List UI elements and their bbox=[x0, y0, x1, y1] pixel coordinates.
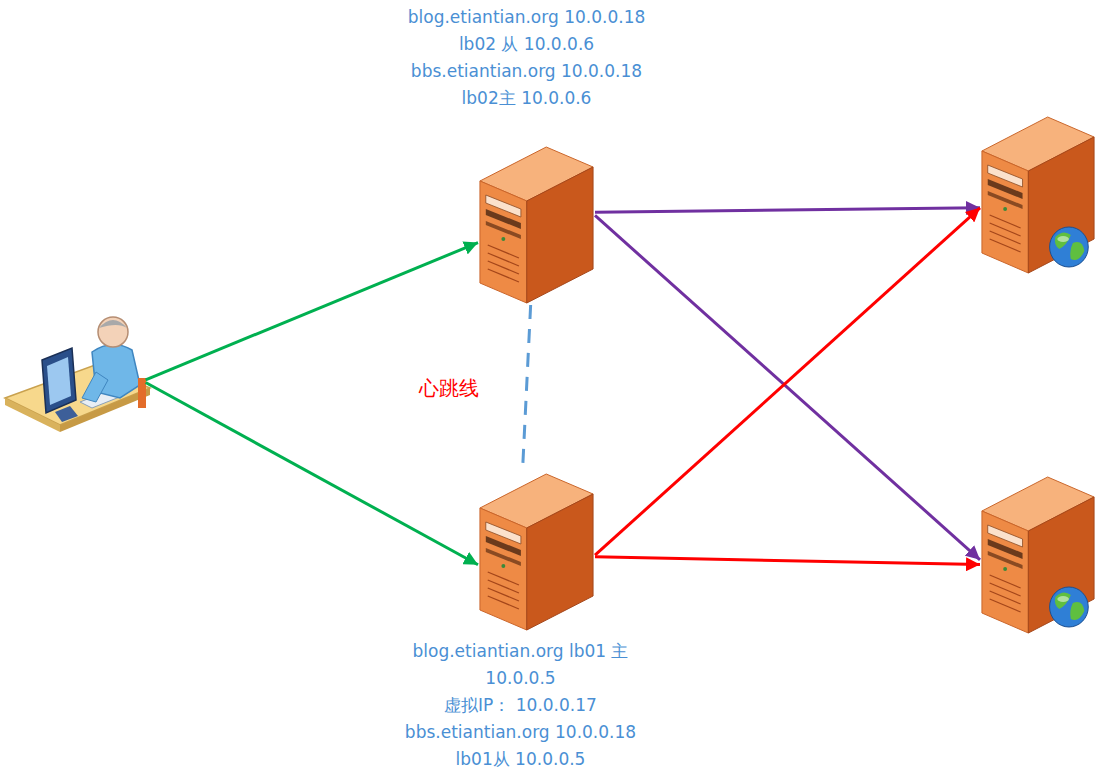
server-label: bbs.etiantian.org 10.0.0.18 bbox=[411, 58, 642, 85]
load-balancer-server: blog.etiantian.org lb01 主10.0.0.5虚拟IP： 1… bbox=[478, 472, 595, 632]
person-hair bbox=[99, 320, 127, 328]
edge-label: 心跳线 bbox=[419, 375, 479, 402]
proxy-arrow bbox=[595, 557, 980, 565]
chair bbox=[138, 378, 146, 408]
server-label: lb02 从 10.0.0.6 bbox=[459, 31, 594, 58]
proxy-arrow bbox=[595, 208, 980, 555]
server-icon bbox=[478, 145, 595, 305]
request-arrow bbox=[146, 243, 478, 380]
monitor bbox=[42, 348, 76, 413]
monitor-screen bbox=[47, 357, 71, 405]
web-server bbox=[980, 475, 1096, 635]
request-arrow bbox=[146, 383, 478, 565]
person-head bbox=[98, 317, 128, 347]
server-label: blog.etiantian.org 10.0.0.18 bbox=[408, 4, 646, 31]
server-caption: blog.etiantian.org lb01 主10.0.0.5虚拟IP： 1… bbox=[405, 638, 636, 773]
server-label: lb01从 10.0.0.5 bbox=[456, 746, 586, 773]
server-caption: blog.etiantian.org 10.0.0.18lb02 从 10.0.… bbox=[408, 4, 646, 112]
proxy-arrow bbox=[595, 215, 980, 559]
server-label: blog.etiantian.org lb01 主 bbox=[413, 638, 629, 665]
server-label: 虚拟IP： 10.0.0.17 bbox=[444, 692, 597, 719]
load-balancer-server: blog.etiantian.org 10.0.0.18lb02 从 10.0.… bbox=[478, 145, 595, 305]
web-server bbox=[980, 115, 1096, 275]
server-label: bbs.etiantian.org 10.0.0.18 bbox=[405, 719, 636, 746]
web-server-icon bbox=[980, 115, 1096, 275]
monitor-stand bbox=[55, 406, 78, 422]
user-client bbox=[5, 315, 150, 450]
server-label: 10.0.0.5 bbox=[485, 665, 555, 692]
proxy-arrow bbox=[595, 208, 980, 212]
server-label: lb02主 10.0.0.6 bbox=[462, 85, 592, 112]
web-server-icon bbox=[980, 475, 1096, 635]
heartbeat-line bbox=[522, 305, 530, 472]
person-arm bbox=[82, 372, 108, 402]
server-icon bbox=[478, 472, 595, 632]
